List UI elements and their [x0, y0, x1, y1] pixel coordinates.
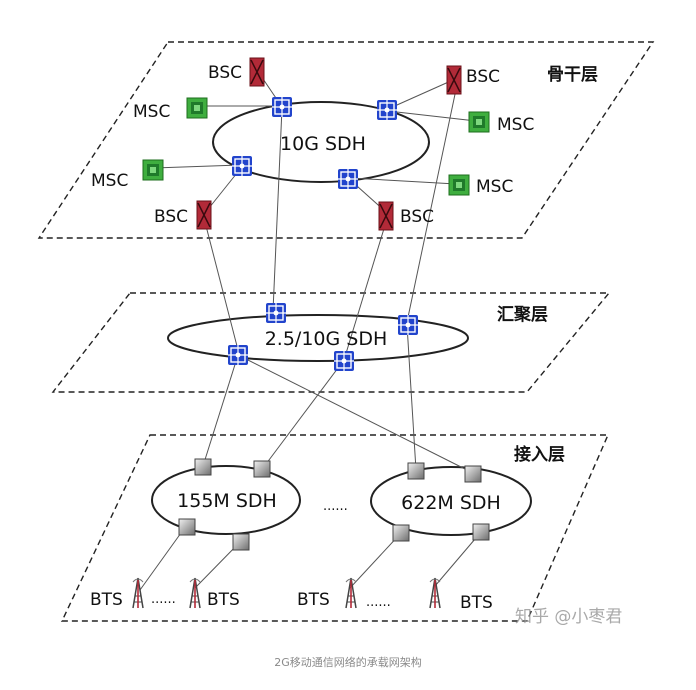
bts-label: BTS [207, 590, 240, 610]
dots: ...... [323, 499, 348, 514]
bts-label: BTS [90, 590, 123, 610]
msc-label: MSC [476, 177, 513, 197]
bsc-label: BSC [400, 207, 434, 227]
sdh-adm-icon [337, 168, 359, 190]
bsc-cabinet-icon [196, 200, 212, 230]
ring-label-access-left: 155M SDH [177, 490, 277, 512]
bsc-label: BSC [208, 63, 242, 83]
bsc-label: BSC [466, 67, 500, 87]
access-ring-right [370, 466, 532, 536]
ring-label-aggregation: 2.5/10G SDH [265, 328, 388, 350]
backbone-ring [212, 101, 430, 183]
msc-switch-icon [448, 174, 470, 196]
msc-label: MSC [91, 171, 128, 191]
bsc-cabinet-icon [446, 65, 462, 95]
access-node-icon [253, 460, 271, 478]
bts-label: BTS [460, 593, 493, 613]
figure-caption: 2G移动通信网络的承载网架构 [274, 656, 422, 669]
access-node-icon [392, 524, 410, 542]
sdh-adm-icon [271, 96, 293, 118]
watermark: 知乎 @小枣君 [515, 607, 622, 627]
aggregation-plane [51, 292, 611, 393]
access-node-icon [472, 523, 490, 541]
layer-title-access: 接入层 [514, 444, 565, 465]
msc-label: MSC [497, 115, 534, 135]
sdh-adm-icon [397, 314, 419, 336]
aggregation-ring [167, 314, 469, 362]
msc-switch-icon [468, 111, 490, 133]
msc-label: MSC [133, 102, 170, 122]
sdh-adm-icon [376, 99, 398, 121]
bts-antenna-icon [132, 577, 144, 609]
access-node-icon [407, 462, 425, 480]
bsc-label: BSC [154, 207, 188, 227]
layer-title-backbone: 骨干层 [547, 65, 598, 85]
dots: ...... [151, 592, 176, 607]
dots: ...... [366, 595, 391, 610]
msc-switch-icon [186, 97, 208, 119]
access-node-icon [178, 518, 196, 536]
sdh-adm-icon [227, 344, 249, 366]
ring-label-backbone: 10G SDH [280, 133, 366, 155]
ring-label-access-right: 622M SDH [401, 492, 501, 514]
access-node-icon [194, 458, 212, 476]
layer-title-aggregation: 汇聚层 [497, 305, 548, 325]
bts-antenna-icon [189, 577, 201, 609]
msc-switch-icon [142, 159, 164, 181]
sdh-adm-icon [265, 302, 287, 324]
backbone-plane [37, 41, 655, 239]
bts-label: BTS [297, 590, 330, 610]
bsc-cabinet-icon [249, 57, 265, 87]
access-node-icon [464, 465, 482, 483]
bsc-cabinet-icon [378, 201, 394, 231]
access-node-icon [232, 533, 250, 551]
sdh-adm-icon [333, 350, 355, 372]
sdh-adm-icon [231, 155, 253, 177]
access-plane [60, 434, 610, 622]
access-ring-left [151, 465, 301, 535]
